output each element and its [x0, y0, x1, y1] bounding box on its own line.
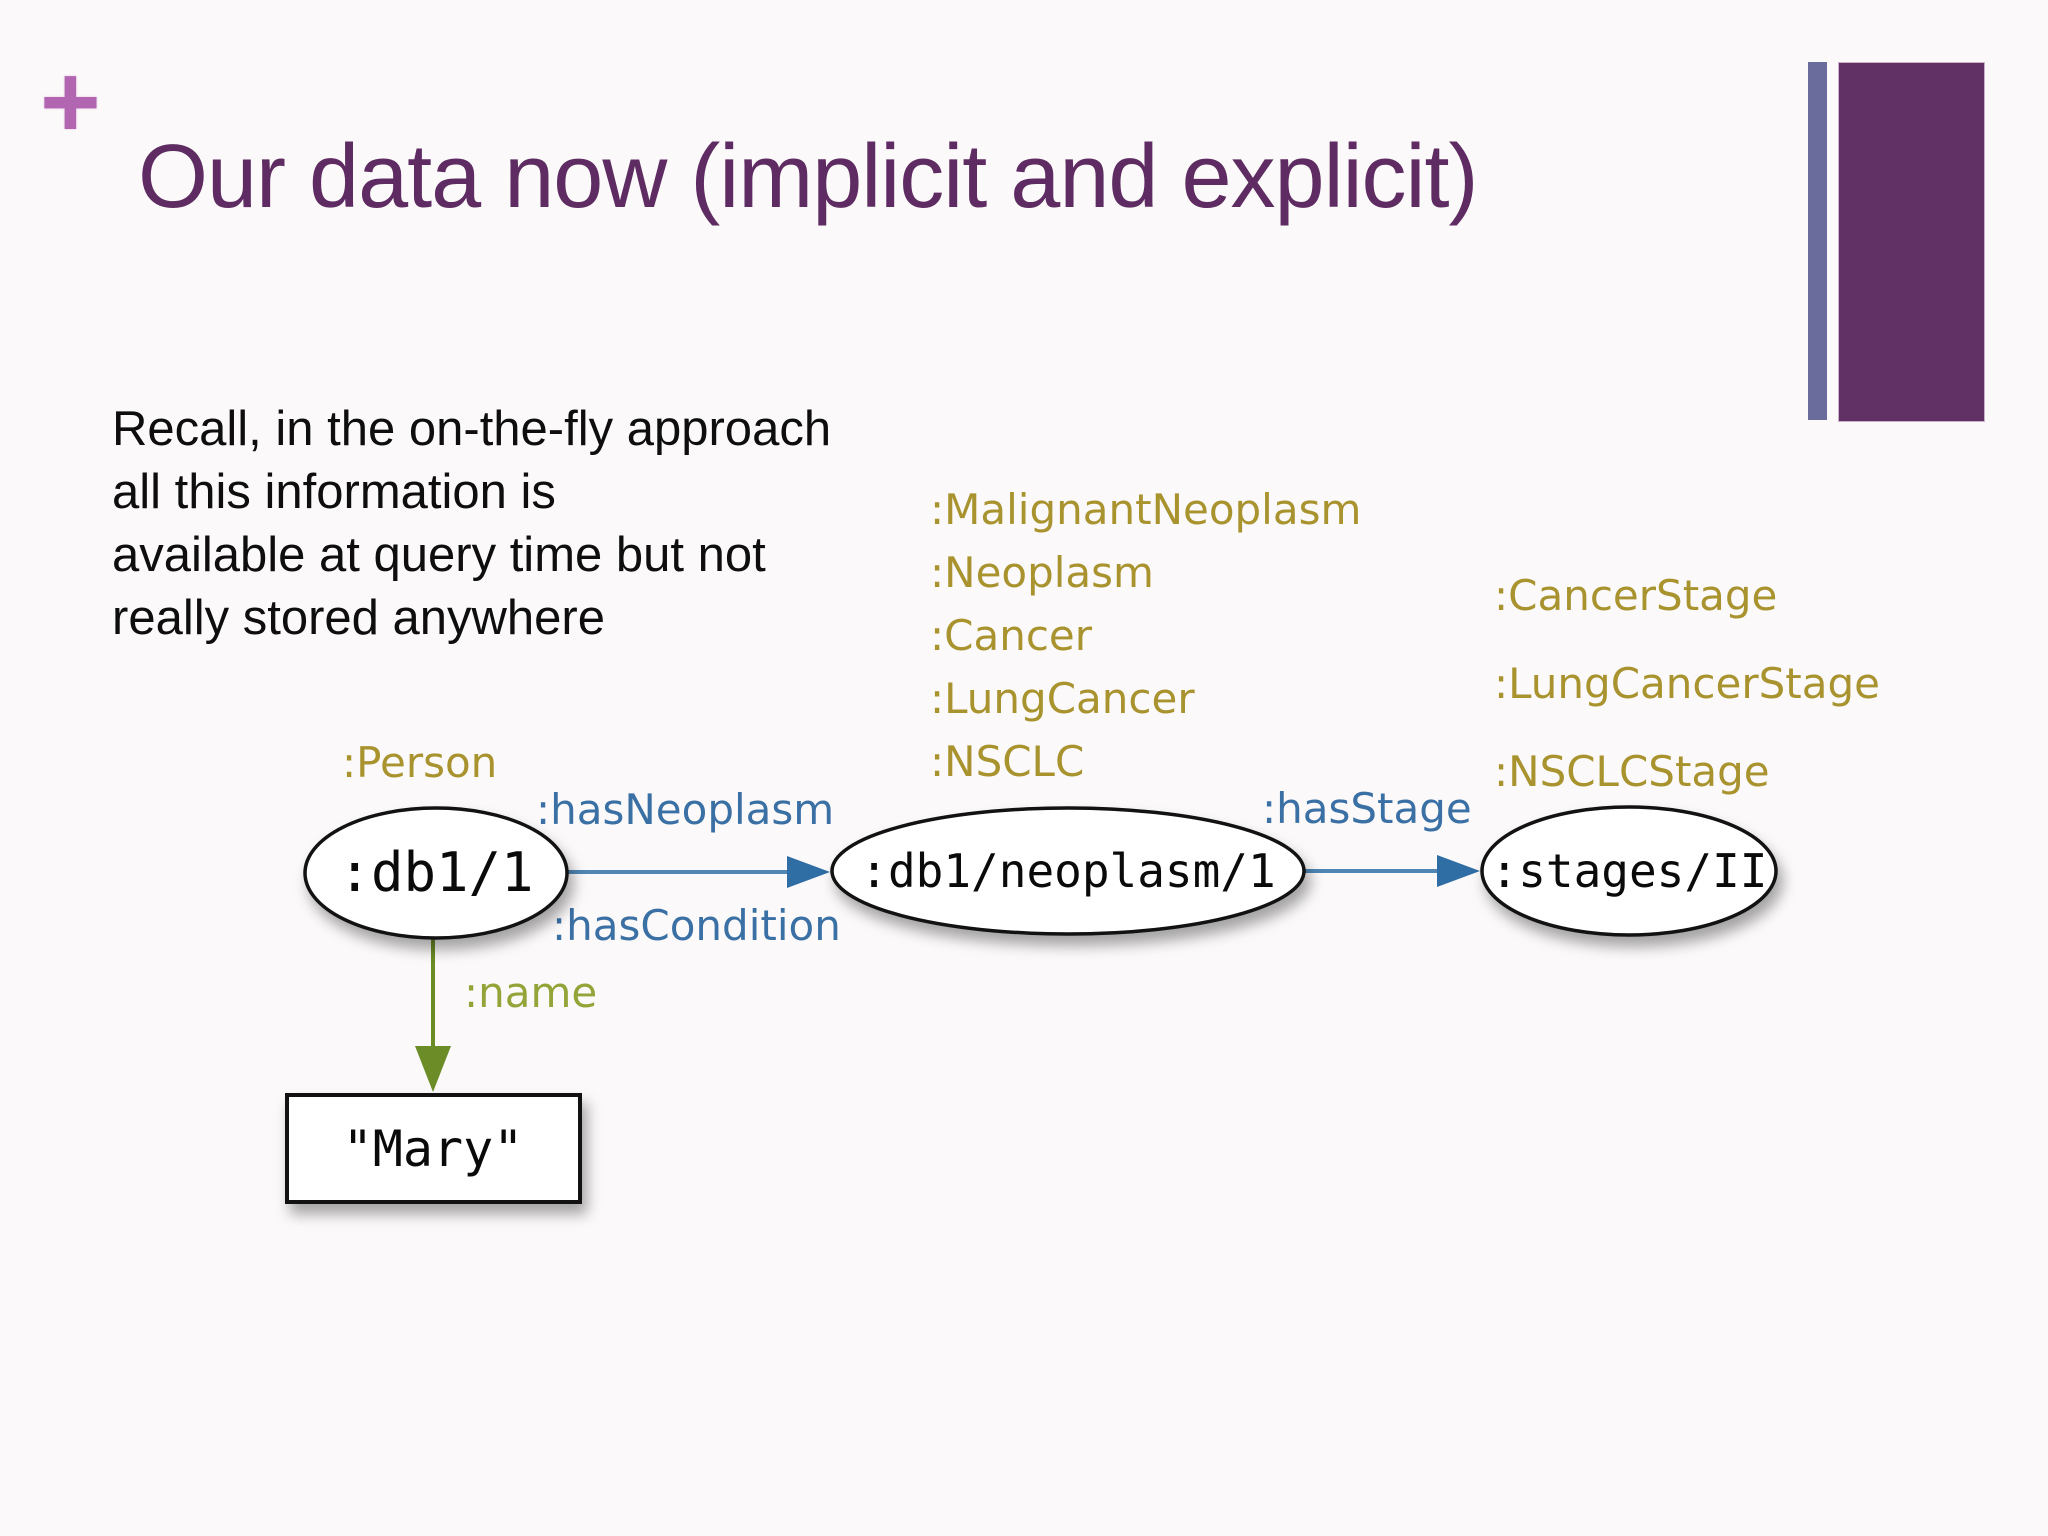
- accent-bar-thick: [1838, 62, 1985, 422]
- type-label: :NSCLCStage: [1494, 747, 1770, 796]
- edge-label-has-stage: :hasStage: [1262, 784, 1472, 833]
- node-ellipse-stages-ii: [1480, 805, 1778, 937]
- edge-label-has-neoplasm: :hasNeoplasm: [536, 785, 835, 834]
- node-box-mary-literal: [285, 1093, 582, 1204]
- node-ellipse-db1-1: [303, 806, 569, 940]
- arrowhead-has-neoplasm-icon: [787, 856, 830, 888]
- node-label-stages-ii: :stages/II: [1491, 844, 1768, 898]
- edge-label-has-condition: :hasCondition: [552, 901, 841, 950]
- type-label-list-neoplasm: :MalignantNeoplasm :Neoplasm :Cancer :LungC…: [930, 478, 1361, 793]
- node-label-db1-neoplasm-1: :db1/neoplasm/1: [860, 844, 1275, 898]
- type-label: :LungCancerStage: [1494, 659, 1880, 708]
- node-ellipse-db1-neoplasm-1: [830, 806, 1306, 936]
- body-paragraph: Recall, in the on-the-fly approach all t…: [112, 402, 832, 645]
- page-title: Our data now (implicit and explicit): [138, 127, 1479, 227]
- accent-bar-thin: [1808, 62, 1827, 420]
- type-label: :MalignantNeoplasm: [930, 485, 1362, 534]
- type-label: :NSCLC: [930, 737, 1085, 786]
- edge-label-name: :name: [464, 968, 598, 1017]
- plus-decoration-icon: +: [40, 44, 101, 160]
- type-label-list-stage: :CancerStage :LungCancerStage :NSCLCStage: [1494, 552, 1880, 816]
- type-label: :Neoplasm: [930, 548, 1154, 597]
- type-label-person: :Person: [342, 738, 498, 787]
- arrowhead-name-icon: [415, 1046, 451, 1092]
- type-label: :CancerStage: [1494, 571, 1778, 620]
- type-label: :Cancer: [930, 611, 1093, 660]
- node-label-db1-1: :db1/1: [338, 841, 533, 904]
- node-label-mary-literal: "Mary": [343, 1120, 524, 1178]
- type-label: :LungCancer: [930, 674, 1195, 723]
- arrowhead-has-stage-icon: [1437, 855, 1480, 887]
